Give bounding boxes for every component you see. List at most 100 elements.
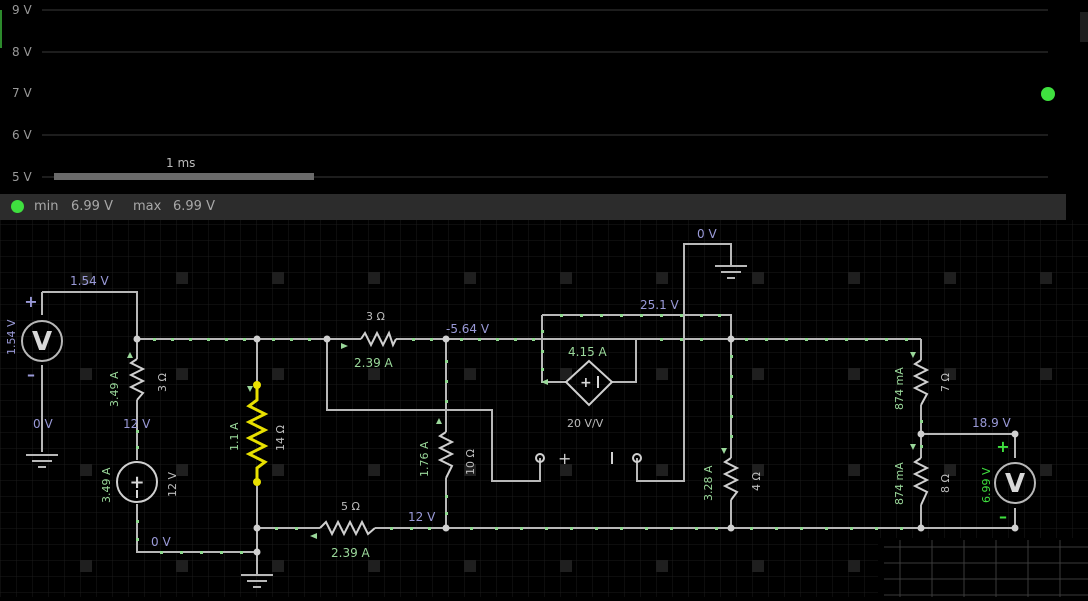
resistor-5ohm[interactable] [319, 519, 376, 537]
scope-trace-head [1041, 87, 1055, 101]
circuit-schematic[interactable]: V + – 1.54 V 3 Ω 3.49 A 12 V + 12 V 3.49… [0, 220, 1088, 597]
source-polarity-icon: + [129, 472, 144, 493]
node-voltage-label: 18.9 V [972, 416, 1012, 430]
current-label: 2.39 A [331, 546, 371, 560]
resistor-8ohm[interactable] [912, 457, 930, 506]
source-label: 12 V [166, 472, 179, 497]
canvas-corner-overlay [878, 538, 1088, 597]
wire[interactable] [636, 243, 732, 482]
node-voltage-label: 12 V [123, 417, 151, 431]
scope-edge-marker [0, 10, 2, 48]
resistor-label: 7 Ω [939, 373, 952, 392]
junction-nodes [133, 335, 1019, 556]
vcvs-plus-icon: + [580, 375, 592, 391]
plus-terminal-icon: + [996, 437, 1009, 456]
min-label: min [34, 199, 59, 214]
current-label: 874 mA [893, 462, 906, 505]
minus-terminal-icon: – [999, 507, 1007, 526]
time-scale-label: 1 ms [166, 156, 195, 170]
wire[interactable] [612, 339, 637, 383]
scope-plot: 9 V 8 V 7 V 6 V 5 V 1 ms [0, 3, 1055, 184]
junction-node [1011, 524, 1019, 532]
junction-node [253, 335, 261, 343]
node-voltage-label: -5.64 V [446, 322, 490, 336]
scope-y-label: 6 V [12, 128, 32, 142]
wire[interactable] [326, 339, 541, 482]
junction-node [1011, 430, 1019, 438]
control-terminal-minus[interactable] [632, 453, 642, 463]
current-label: 3.49 A [108, 371, 121, 407]
current-label: 874 mA [893, 367, 906, 410]
resistor-14ohm-selected[interactable] [245, 381, 269, 486]
left-voltmeter[interactable]: V + – 1.54 V [5, 292, 63, 384]
voltmeter-body[interactable] [21, 320, 63, 362]
plus-terminal-icon: + [24, 292, 37, 311]
ground-left-icon[interactable] [26, 454, 58, 468]
right-voltmeter[interactable]: V + – 6.99 V [980, 437, 1036, 526]
node-voltage-label: 25.1 V [640, 298, 680, 312]
current-arrow-icon [541, 379, 548, 385]
vcvs-source[interactable]: + [564, 359, 614, 407]
control-terminal-plus[interactable] [535, 453, 545, 463]
resistor-label: 10 Ω [464, 449, 477, 475]
node-voltage-label: 0 V [151, 535, 171, 549]
node-voltage-label: 0 V [33, 417, 53, 431]
current-arrow-icon [721, 448, 727, 454]
resistor-3ohm-left[interactable] [128, 358, 146, 401]
voltmeter-body[interactable] [994, 462, 1036, 504]
scope-scrollbar[interactable] [1080, 12, 1088, 42]
min-value: 6.99 V [71, 199, 113, 214]
current-label: 3.49 A [100, 467, 113, 503]
resistor-label: 5 Ω [341, 500, 360, 513]
control-plus-icon: + [558, 449, 571, 468]
junction-node [133, 335, 141, 343]
junction-node [917, 524, 925, 532]
current-dots [136, 314, 923, 554]
resistor-label: 4 Ω [750, 472, 763, 491]
wire[interactable] [542, 314, 732, 339]
canvas-grid-major [0, 220, 1088, 597]
scope-y-label: 5 V [12, 170, 32, 184]
current-arrow-icon [341, 343, 348, 349]
wire[interactable] [42, 291, 138, 339]
current-arrow-icon [436, 418, 442, 424]
junction-node [323, 335, 331, 343]
resistor-label: 3 Ω [366, 310, 385, 323]
circuit-canvas[interactable]: V + – 1.54 V 3 Ω 3.49 A 12 V + 12 V 3.49… [0, 220, 1088, 597]
current-arrow-icon [247, 386, 253, 392]
ground-center-icon[interactable] [241, 574, 273, 588]
resistor-4ohm[interactable] [722, 457, 740, 501]
resistor-label: 3 Ω [156, 373, 169, 392]
right-voltmeter-reading: 6.99 V [980, 467, 993, 503]
junction-node [727, 524, 735, 532]
voltmeter-v-icon: V [32, 327, 52, 357]
node-voltage-label: 1.54 V [70, 274, 110, 288]
current-arrow-icon [910, 352, 916, 358]
current-label: 2.39 A [354, 356, 394, 370]
scope-status-bar: min 6.99 V max 6.99 V [0, 194, 1066, 220]
current-label: 4.15 A [568, 345, 608, 359]
trace-color-dot [11, 200, 24, 213]
current-label: 3.28 A [702, 465, 715, 501]
minus-terminal-icon: – [27, 365, 35, 384]
voltage-source-12v[interactable]: + [116, 461, 158, 503]
time-scale-bar [54, 173, 314, 180]
current-arrow-icon [910, 444, 916, 450]
scope-y-label: 8 V [12, 45, 32, 59]
junction-node [442, 524, 450, 532]
scope-y-label: 7 V [12, 86, 32, 100]
resistor-10ohm[interactable] [437, 431, 455, 479]
junction-node [253, 524, 261, 532]
resistor-7ohm[interactable] [912, 359, 930, 406]
current-label: 1.76 A [418, 441, 431, 477]
junction-node [727, 335, 735, 343]
scope-panel[interactable]: 9 V 8 V 7 V 6 V 5 V 1 ms [0, 0, 1088, 194]
resistor-label: 14 Ω [274, 425, 287, 451]
scope-y-label: 9 V [12, 3, 32, 17]
left-voltmeter-reading: 1.54 V [5, 319, 18, 355]
vcvs-gain-label: 20 V/V [567, 417, 604, 430]
node-voltage-label: 12 V [408, 510, 436, 524]
max-value: 6.99 V [173, 199, 215, 214]
ground-top-icon[interactable] [715, 265, 747, 279]
resistor-3ohm-top[interactable] [360, 330, 397, 348]
